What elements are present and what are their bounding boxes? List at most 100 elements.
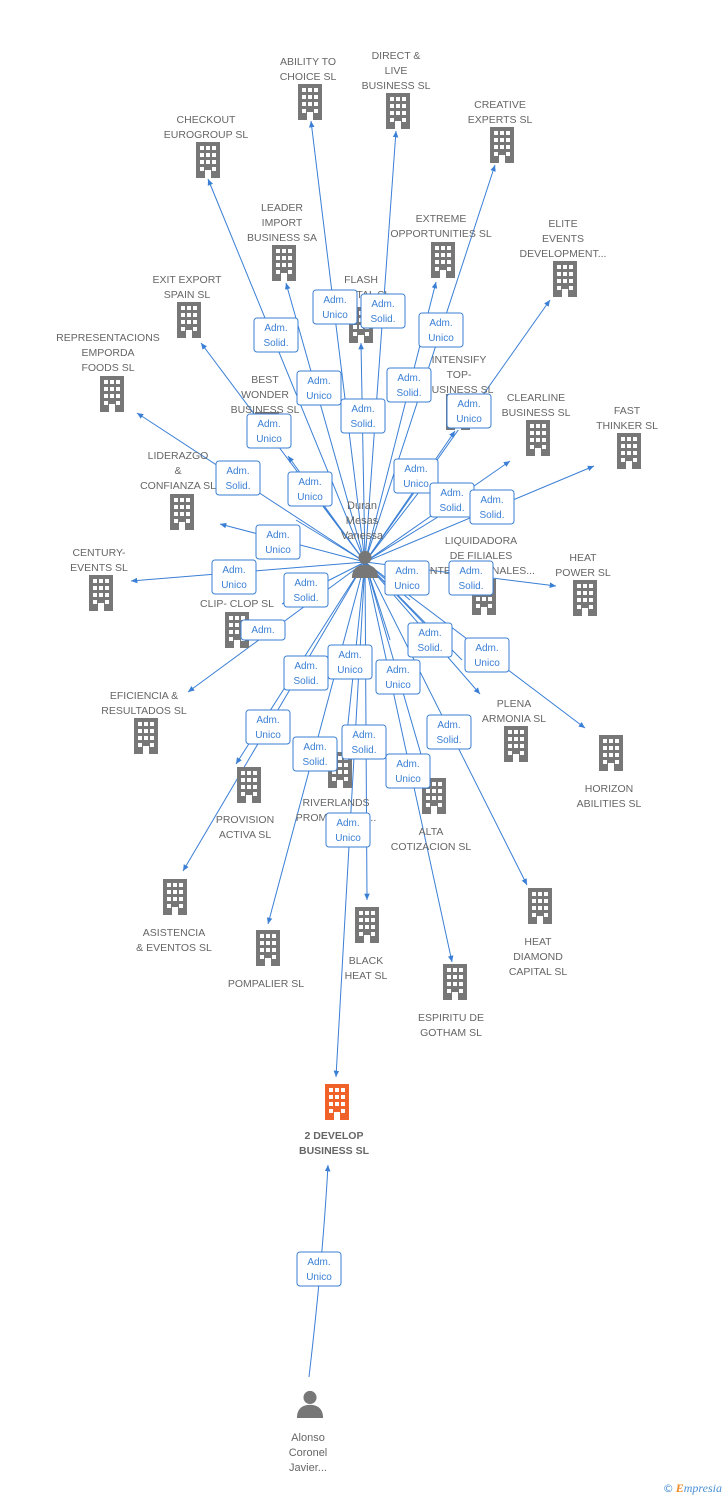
role-badge[interactable]: Adm.Unico: [418, 312, 464, 348]
role-badge[interactable]: Adm.Unico: [296, 1251, 342, 1287]
badge-box: [296, 1251, 342, 1287]
role-badge[interactable]: Adm.Unico: [255, 524, 301, 560]
company-node-clipclop[interactable]: CLIP- CLOP SL: [200, 598, 274, 648]
company-name-line: BLACK: [349, 955, 383, 967]
role-badge[interactable]: Adm.Unico: [327, 644, 373, 680]
badge-text: Adm.: [404, 464, 427, 475]
badge-text: Solid.: [351, 745, 376, 756]
role-badge[interactable]: Adm.: [240, 619, 286, 641]
role-badge[interactable]: Adm.Unico: [312, 289, 358, 325]
role-badge[interactable]: Adm.Solid.: [360, 293, 406, 329]
company-name-line: POMPALIER SL: [228, 978, 304, 990]
company-name-line: EFICIENCIA &: [110, 690, 178, 702]
role-badge[interactable]: Adm.Unico: [296, 370, 342, 406]
role-badge[interactable]: Adm.Solid.: [407, 622, 453, 658]
role-badge[interactable]: Adm.Unico: [384, 560, 430, 596]
role-badge[interactable]: Adm.Solid.: [448, 560, 494, 596]
company-node-pompalier[interactable]: POMPALIER SL: [228, 930, 304, 990]
building-icon: [599, 735, 623, 771]
role-badge[interactable]: Adm.Unico: [375, 659, 421, 695]
badge-text: Adm.: [303, 742, 326, 753]
company-name-line: ABILITY TO: [280, 56, 336, 68]
role-badge[interactable]: Adm.Solid.: [341, 724, 387, 760]
company-node-liderazgo[interactable]: LIDERAZGO&CONFIANZA SL: [140, 450, 216, 530]
role-badge[interactable]: Adm.Solid.: [253, 317, 299, 353]
company-name: EFICIENCIA &RESULTADOS SL: [101, 690, 187, 717]
company-name-line: BUSINESS SL: [502, 407, 571, 419]
company-node-century[interactable]: CENTURY-EVENTS SL: [70, 547, 128, 611]
company-name-line: WONDER: [241, 389, 289, 401]
company-name-line: CHOICE SL: [280, 71, 337, 83]
building-icon: [386, 93, 410, 129]
role-badge[interactable]: Adm.Solid.: [283, 572, 329, 608]
role-badge[interactable]: Adm.Unico: [446, 393, 492, 429]
role-badge[interactable]: Adm.Solid.: [429, 482, 475, 518]
role-badge[interactable]: Adm.Solid.: [426, 714, 472, 750]
company-node-asistencia[interactable]: ASISTENCIA& EVENTOS SL: [136, 879, 212, 954]
badge-text: Adm.: [256, 715, 279, 726]
person-name-line: Javier...: [289, 1462, 327, 1474]
role-badge[interactable]: Adm.Unico: [393, 458, 439, 494]
role-badge[interactable]: Adm.Solid.: [215, 460, 261, 496]
badge-text: Unico: [456, 414, 482, 425]
badge-text: Unico: [337, 665, 363, 676]
empresia-watermark[interactable]: ©Empresia: [663, 1481, 722, 1496]
person-name-line: Vanessa: [341, 530, 384, 542]
role-badge[interactable]: Adm.Unico: [287, 471, 333, 507]
person-name-line: Mesas: [346, 515, 379, 527]
badge-box: [296, 370, 342, 406]
role-badge[interactable]: Adm.Solid.: [469, 489, 515, 525]
company-name-line: REPRESENTACIONS: [56, 332, 160, 344]
company-name-line: EXIT EXPORT: [152, 274, 222, 286]
company-node-ability[interactable]: ABILITY TO CHOICE SL: [280, 56, 337, 120]
building-icon: [237, 767, 261, 803]
role-badge[interactable]: Adm.Unico: [385, 753, 431, 789]
role-badge[interactable]: Adm.Solid.: [340, 398, 386, 434]
company-name-line: LIDERAZGO: [148, 450, 209, 462]
role-badge[interactable]: Adm.Unico: [464, 637, 510, 673]
role-badge[interactable]: Adm.Solid.: [386, 367, 432, 403]
building-icon: [528, 888, 552, 924]
role-badge[interactable]: Adm.Unico: [325, 812, 371, 848]
badge-box: [464, 637, 510, 673]
role-badge[interactable]: Adm.Solid.: [283, 655, 329, 691]
company-node-eficiencia[interactable]: EFICIENCIA &RESULTADOS SL: [101, 690, 187, 754]
role-badge[interactable]: Adm.Unico: [246, 413, 292, 449]
role-badge[interactable]: Adm.Solid.: [292, 736, 338, 772]
role-badge[interactable]: Adm.Unico: [211, 559, 257, 595]
company-name-line: 2 DEVELOP: [305, 1130, 364, 1142]
role-badge[interactable]: Adm.Unico: [245, 709, 291, 745]
company-name-line: ELITE: [548, 218, 577, 230]
